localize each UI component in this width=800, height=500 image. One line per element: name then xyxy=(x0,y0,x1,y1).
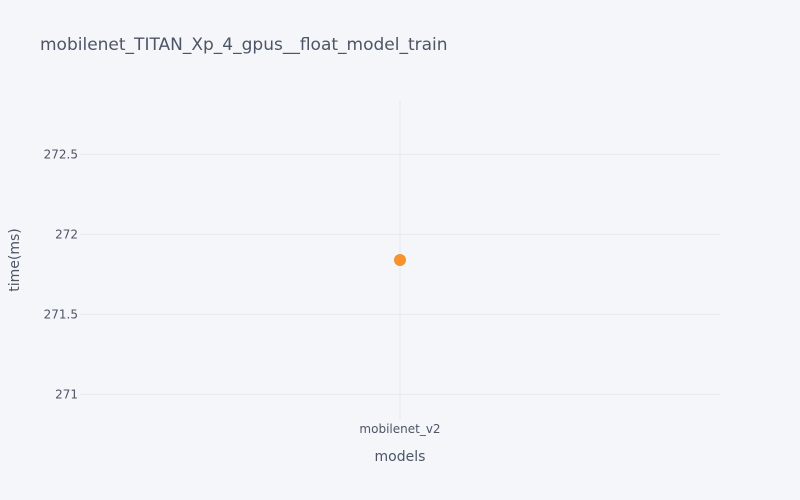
y-tick-label: 272 xyxy=(55,227,78,241)
data-markers xyxy=(394,254,406,266)
y-tick-label: 271.5 xyxy=(44,307,78,321)
x-tick-label: mobilenet_v2 xyxy=(359,422,440,436)
chart-title: mobilenet_TITAN_Xp_4_gpus__float_model_t… xyxy=(40,35,448,55)
x-axis-title: models xyxy=(375,449,426,465)
y-axis-title: time(ms) xyxy=(7,228,23,292)
data-point[interactable] xyxy=(394,254,406,266)
y-tick-label: 272.5 xyxy=(44,147,78,161)
x-tick-labels: mobilenet_v2 xyxy=(359,422,440,436)
y-tick-label: 271 xyxy=(55,387,78,401)
y-tick-labels: 271 271.5 272 272.5 xyxy=(44,147,78,401)
